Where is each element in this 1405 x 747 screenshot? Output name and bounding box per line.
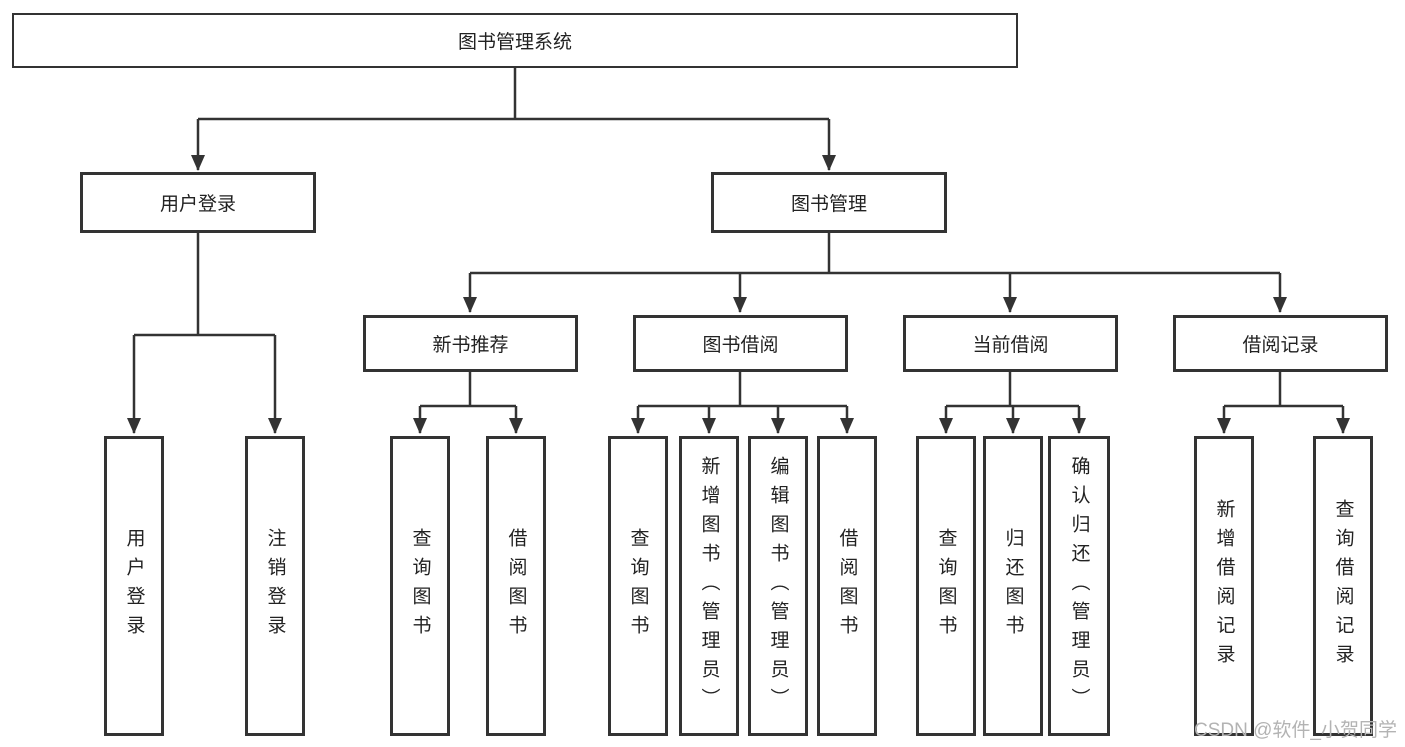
node-leaf-cb-confirm-return-admin: 确认归还（管理员） (1048, 436, 1110, 736)
node-leaf-user-login: 用户登录 (104, 436, 164, 736)
node-label: 借阅记录 (1242, 335, 1319, 356)
node-borrowing-records: 借阅记录 (1173, 315, 1388, 372)
node-label: 用户登录 (159, 194, 236, 215)
node-leaf-bb-edit-books-admin: 编辑图书（管理员） (748, 436, 808, 736)
node-book-management: 图书管理 (711, 172, 947, 233)
node-leaf-logout: 注销登录 (245, 436, 305, 736)
node-label: 借阅图书 (505, 528, 527, 644)
node-new-book-recommend: 新书推荐 (363, 315, 578, 372)
node-label: 查询图书 (627, 528, 649, 644)
node-label: 新书推荐 (432, 335, 509, 356)
node-label: 查询借阅记录 (1332, 499, 1354, 673)
node-label: 图书管理系统 (457, 32, 572, 53)
node-user-login: 用户登录 (80, 172, 316, 233)
node-label: 注销登录 (264, 528, 286, 644)
node-label: 查询图书 (935, 528, 957, 644)
node-label: 当前借阅 (972, 335, 1049, 356)
node-label: 编辑图书（管理员） (767, 455, 789, 717)
node-label: 图书管理 (790, 194, 867, 215)
node-leaf-bb-borrow-books: 借阅图书 (817, 436, 877, 736)
node-leaf-bb-add-books-admin: 新增图书（管理员） (679, 436, 739, 736)
node-leaf-bb-query-books: 查询图书 (608, 436, 668, 736)
node-label: 新增借阅记录 (1213, 499, 1235, 673)
node-label: 归还图书 (1002, 528, 1024, 644)
csdn-watermark: CSDN @软件_小贺同学 (1194, 720, 1397, 741)
node-label: 确认归还（管理员） (1068, 455, 1090, 717)
connector-trunk (134, 68, 1343, 408)
node-label: 图书借阅 (702, 335, 779, 356)
node-leaf-nbr-query-books: 查询图书 (390, 436, 450, 736)
node-leaf-cb-return-books: 归还图书 (983, 436, 1043, 736)
node-label: 借阅图书 (836, 528, 858, 644)
node-book-borrowing: 图书借阅 (633, 315, 848, 372)
node-label: 新增图书（管理员） (698, 455, 720, 717)
node-current-borrowing: 当前借阅 (903, 315, 1118, 372)
node-leaf-br-add-record: 新增借阅记录 (1194, 436, 1254, 736)
node-library-management-system: 图书管理系统 (12, 13, 1018, 68)
node-leaf-cb-query-books: 查询图书 (916, 436, 976, 736)
node-label: 用户登录 (123, 528, 145, 644)
node-leaf-br-query-record: 查询借阅记录 (1313, 436, 1373, 736)
node-label: 查询图书 (409, 528, 431, 644)
node-leaf-nbr-borrow-books: 借阅图书 (486, 436, 546, 736)
